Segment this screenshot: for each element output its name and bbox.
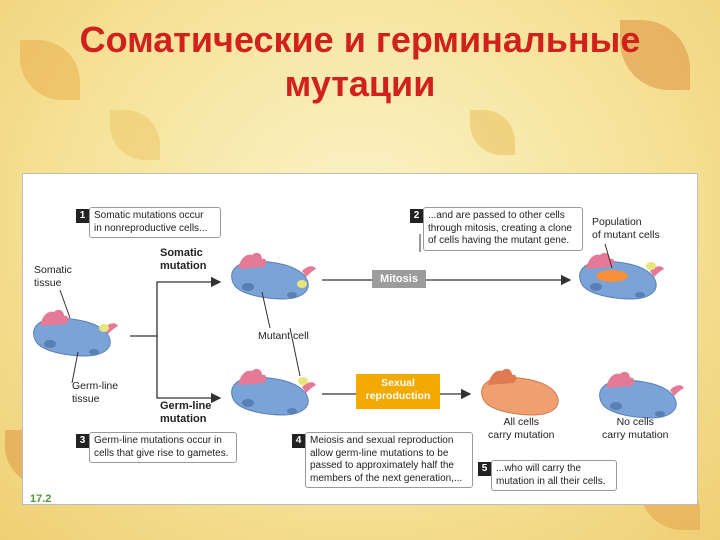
step-number-5: 5	[478, 462, 491, 476]
mutant-cell-dot	[298, 377, 308, 385]
somatic-mutation-label: Somatic mutation	[160, 247, 207, 272]
page-title: Соматические и герминальные мутации	[0, 18, 720, 106]
somatic-mutation-creature	[231, 252, 317, 300]
step-number-3: 3	[76, 434, 89, 448]
step-note-5: ...who will carry the mutation in all th…	[491, 460, 617, 491]
germline-branch-arrow	[156, 336, 222, 404]
germline-tissue-label: Germ-line tissue	[72, 380, 119, 405]
leader-line	[71, 351, 79, 384]
all-cells-label: All cells carry mutation	[488, 416, 555, 441]
no-cells-label: No cells carry mutation	[602, 416, 669, 441]
step-note-4: Meiosis and sexual reproduction allow ge…	[305, 432, 473, 488]
step-note-1: Somatic mutations occur in nonreproducti…	[89, 207, 221, 238]
mutant-clone-patch	[596, 270, 628, 282]
germline-mutation-creature	[231, 368, 317, 416]
somatic-branch-arrow	[130, 276, 222, 337]
mutant-cell-dot	[297, 280, 307, 288]
step-note-3: Germ-line mutations occur in cells that …	[89, 432, 237, 463]
title-line-2: мутации	[284, 63, 436, 104]
all-cells-mutant-creature	[481, 368, 559, 416]
mutant-cell-dot	[99, 324, 109, 332]
mutant-cell-dot	[646, 262, 656, 270]
germline-mutation-label: Germ-line mutation	[160, 400, 212, 425]
leader-line	[289, 327, 301, 377]
somatic-tissue-creature	[33, 309, 119, 357]
mitosis-box: Mitosis	[372, 270, 426, 288]
title-line-1: Соматические и герминальные	[79, 19, 641, 60]
step-number-4: 4	[292, 434, 305, 448]
leader-line	[261, 291, 271, 329]
step-number-1: 1	[76, 209, 89, 223]
no-mutation-creature	[599, 371, 685, 419]
population-label: Population of mutant cells	[592, 216, 660, 241]
sexual-reproduction-box: Sexual reproduction	[356, 374, 440, 409]
leader-line	[59, 289, 71, 319]
somatic-tissue-label: Somatic tissue	[34, 264, 72, 289]
leader-line	[604, 243, 613, 269]
mutant-cell-label: Mutant cell	[258, 330, 309, 342]
step-note-2: ...and are passed to other cells through…	[423, 207, 583, 251]
step-number-2: 2	[410, 209, 423, 223]
figure-number: 17.2	[30, 493, 52, 505]
